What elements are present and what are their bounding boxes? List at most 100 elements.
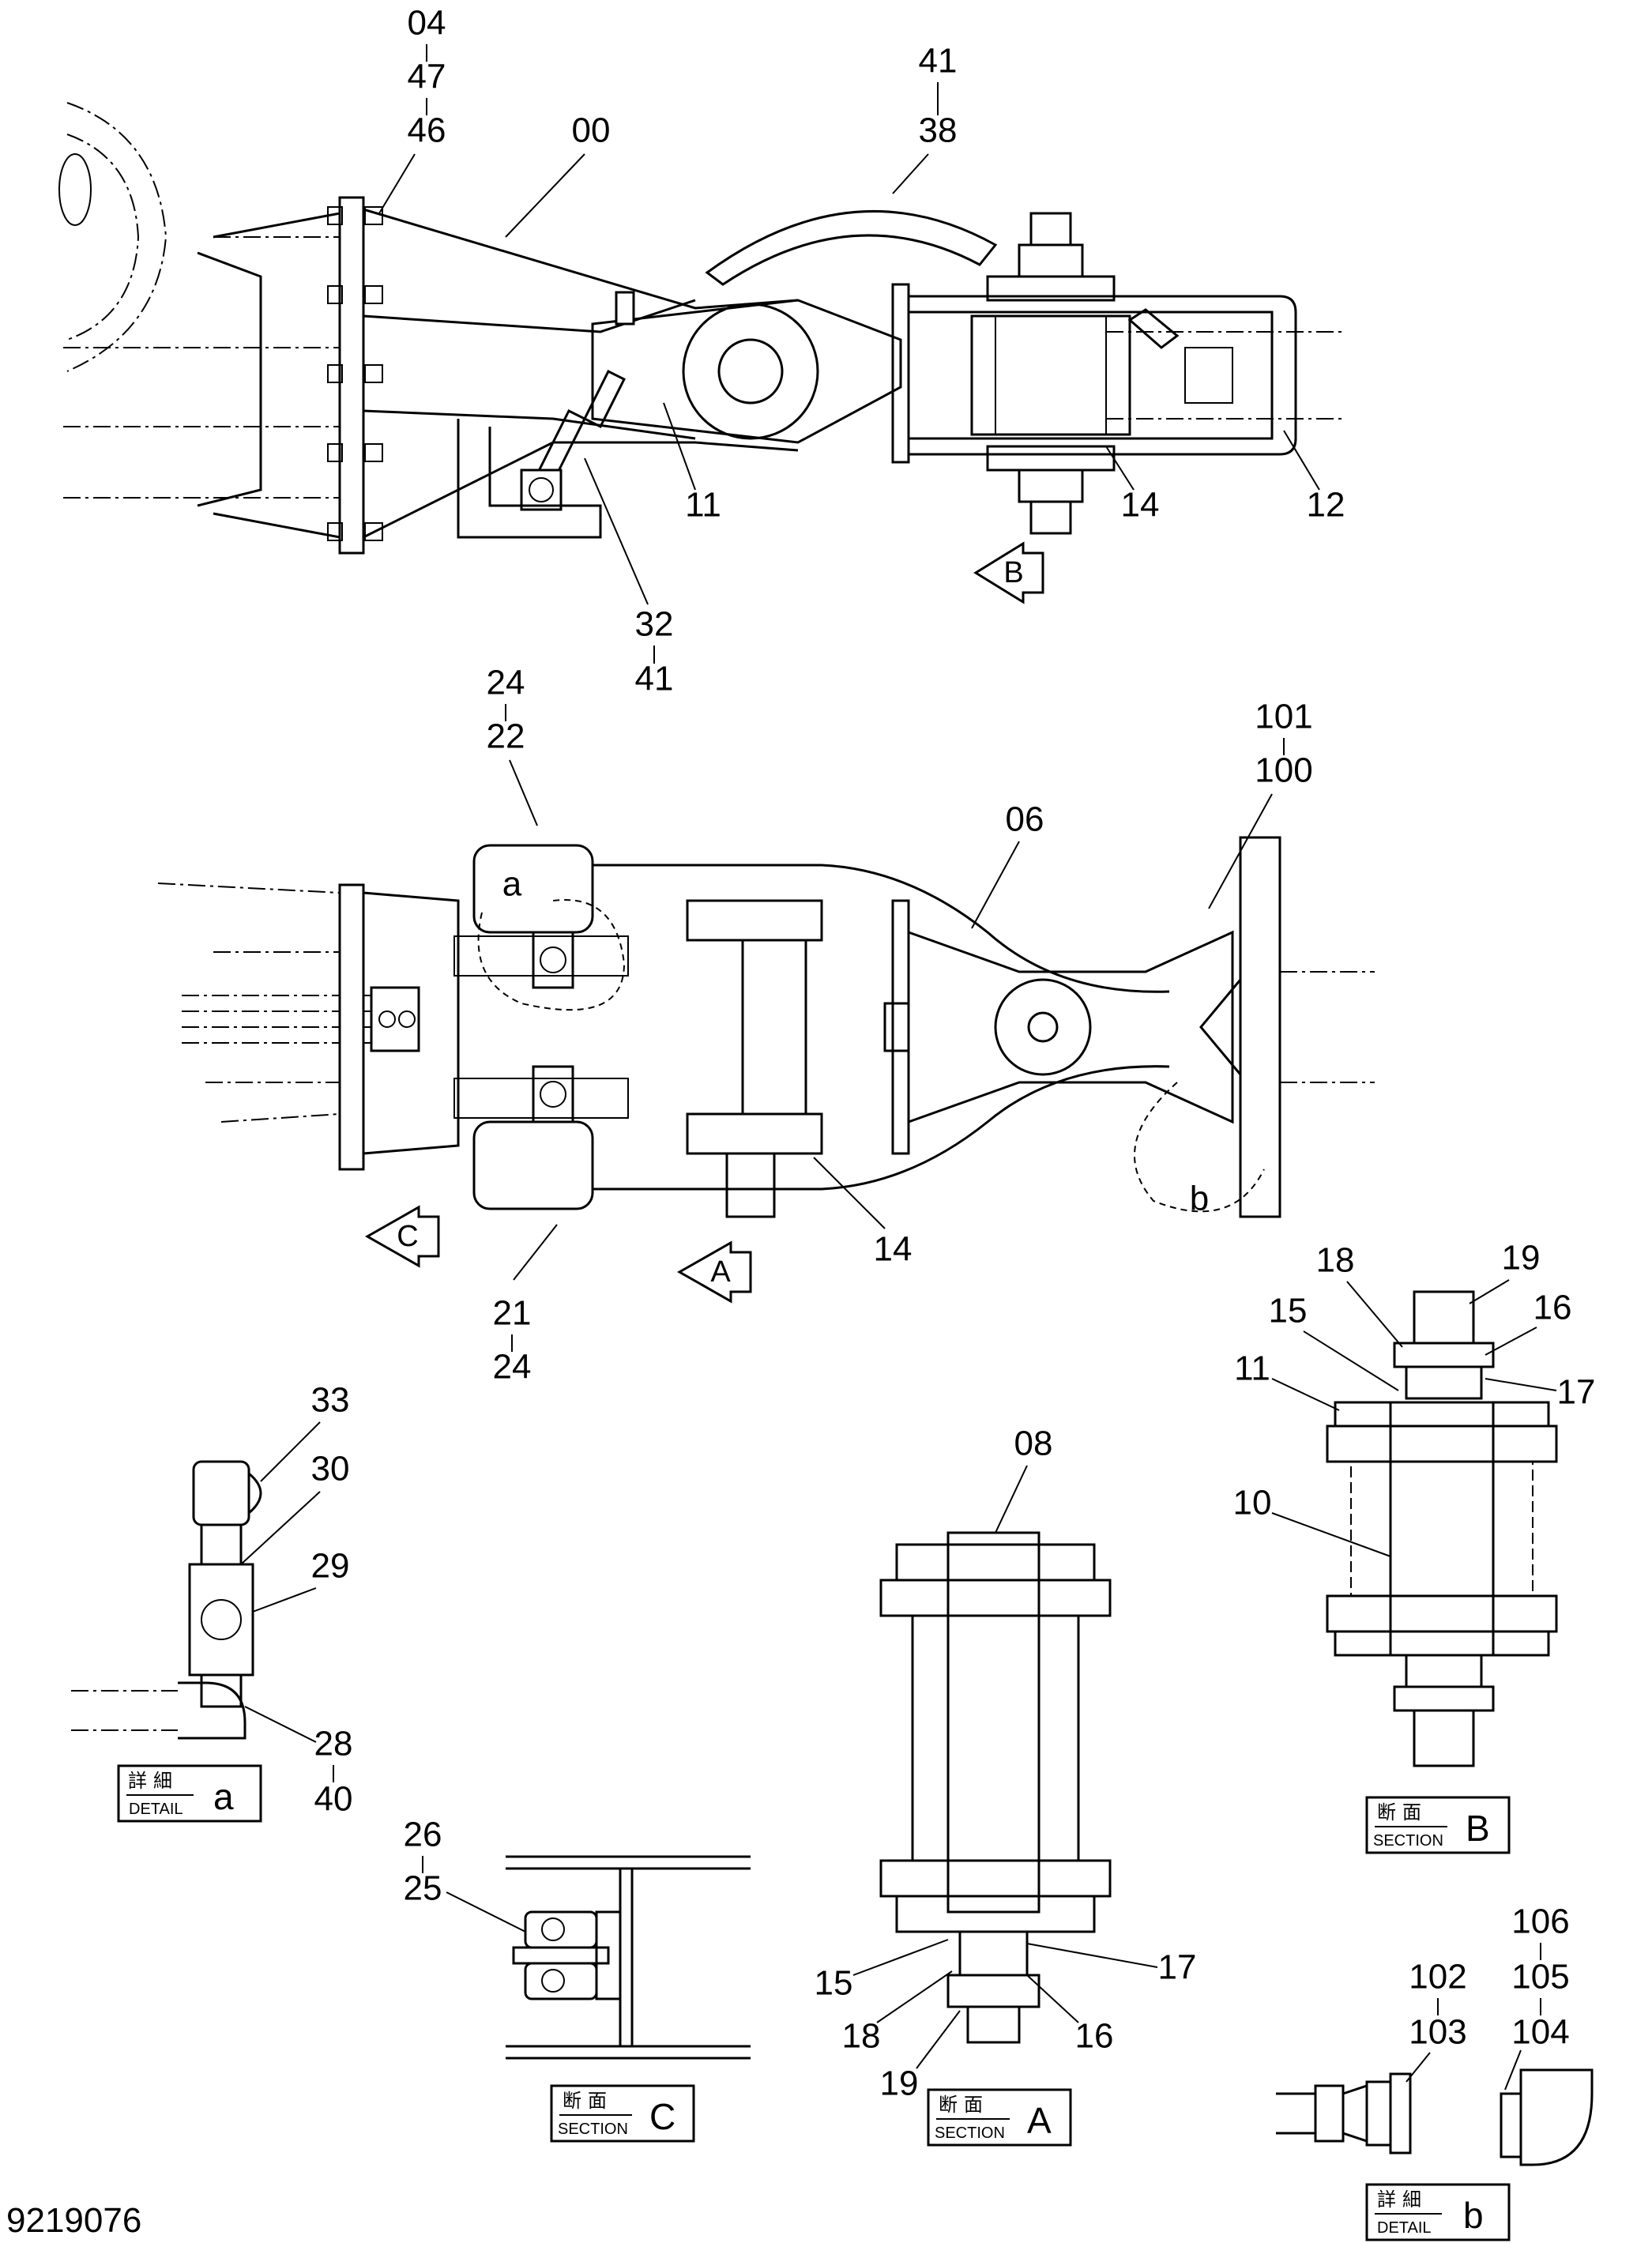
callout-41-top: 41 xyxy=(919,42,958,81)
callout-19-b: 19 xyxy=(1502,1239,1541,1278)
callout-21: 21 xyxy=(493,1294,532,1333)
section-b-label-jp: 断面 xyxy=(1377,1802,1428,1823)
callout-10: 10 xyxy=(1233,1484,1272,1522)
section-b-label-en: SECTION xyxy=(1373,1832,1443,1850)
callout-15-b: 15 xyxy=(1269,1292,1308,1330)
callout-16-a: 16 xyxy=(1075,2017,1114,2056)
callout-29: 29 xyxy=(311,1547,350,1586)
callout-24-bottom: 24 xyxy=(493,1348,532,1387)
middle-view xyxy=(157,836,1375,1218)
callout-32: 32 xyxy=(635,605,674,644)
detail-a-label-jp: 詳細 xyxy=(128,1771,179,1792)
callout-17-a: 17 xyxy=(1158,1948,1197,1987)
middle-view-callouts: 24 22 101 100 06 a b 14 21 24 xyxy=(487,664,1313,1387)
callout-104: 104 xyxy=(1511,2013,1569,2052)
section-arrow-a-label: A xyxy=(710,1255,731,1289)
callout-12: 12 xyxy=(1307,486,1345,525)
drawing-number: 9219076 xyxy=(6,2201,141,2240)
hub-outline xyxy=(58,102,340,499)
callout-25: 25 xyxy=(404,1869,442,1908)
callout-04: 04 xyxy=(408,4,446,43)
callout-08: 08 xyxy=(1014,1424,1053,1463)
detail-b-label-en: DETAIL xyxy=(1377,2219,1432,2237)
detail-b-label-jp: 詳細 xyxy=(1377,2189,1428,2211)
top-view-callouts: 04 47 46 00 41 38 11 14 12 32 41 xyxy=(378,4,1345,698)
section-b-callouts: 18 19 15 16 11 17 10 xyxy=(1233,1239,1596,1557)
detail-a xyxy=(71,1460,262,1740)
section-a-label-id: A xyxy=(1027,2100,1052,2141)
callout-102: 102 xyxy=(1409,1958,1466,1996)
callout-46: 46 xyxy=(408,111,446,150)
detail-a-label-box: 詳細 DETAIL a xyxy=(117,1764,262,1823)
section-a-label-en: SECTION xyxy=(935,2124,1005,2142)
callout-16-b: 16 xyxy=(1533,1289,1572,1327)
section-c-label-jp: 断面 xyxy=(563,2091,613,2112)
section-arrow-c: C xyxy=(364,1205,440,1268)
callout-28: 28 xyxy=(314,1725,353,1763)
pin-bolt xyxy=(986,212,1116,535)
section-c-callouts: 26 25 xyxy=(404,1816,526,1933)
callout-14-middle: 14 xyxy=(874,1230,913,1269)
section-a-callouts: 08 15 17 18 16 19 xyxy=(815,1424,1197,2103)
callout-33: 33 xyxy=(311,1381,350,1420)
callout-00: 00 xyxy=(572,111,611,150)
callout-06: 06 xyxy=(1006,800,1044,839)
callout-40: 40 xyxy=(314,1780,353,1819)
callout-15-a: 15 xyxy=(815,1964,853,2003)
callout-38: 38 xyxy=(919,111,958,150)
callout-19-a: 19 xyxy=(880,2064,919,2103)
section-a-label-box: 断面 SECTION A xyxy=(927,2088,1072,2147)
callout-11-b: 11 xyxy=(1234,1349,1270,1388)
callout-30: 30 xyxy=(311,1450,350,1488)
detail-a-label-id: a xyxy=(213,1776,234,1817)
callout-14-top: 14 xyxy=(1121,486,1160,525)
hose-lower xyxy=(593,1065,1170,1191)
detail-b-label-id: b xyxy=(1463,2195,1484,2236)
section-arrow-b: B xyxy=(973,541,1044,604)
grease-fitting xyxy=(520,308,1180,511)
detail-a-label-en: DETAIL xyxy=(129,1801,183,1818)
detail-b xyxy=(1276,2068,1594,2166)
section-arrow-a: A xyxy=(676,1240,752,1304)
section-a-label-jp: 断面 xyxy=(939,2094,989,2116)
callout-47: 47 xyxy=(408,58,446,96)
callout-106: 106 xyxy=(1511,1902,1569,1941)
callout-11: 11 xyxy=(685,486,721,525)
section-c-label-id: C xyxy=(649,2096,675,2137)
callout-17-b: 17 xyxy=(1557,1373,1596,1412)
lower-bracket xyxy=(457,419,602,539)
detail-b-label-box: 詳細 DETAIL b xyxy=(1365,2183,1511,2241)
callout-41-bottom: 41 xyxy=(635,660,674,698)
callout-103: 103 xyxy=(1409,2013,1466,2052)
section-a xyxy=(879,1531,1112,2044)
mounting-plate xyxy=(197,196,383,555)
callout-a: a xyxy=(502,865,522,904)
callout-18-a: 18 xyxy=(842,2017,881,2056)
middle-frame xyxy=(686,836,1375,1218)
callout-22: 22 xyxy=(487,717,525,756)
callout-24-top: 24 xyxy=(487,664,525,702)
detail-a-callouts: 33 30 29 28 40 xyxy=(240,1381,353,1819)
callout-100: 100 xyxy=(1255,751,1312,790)
callout-105: 105 xyxy=(1511,1958,1569,1996)
section-b-label-box: 断面 SECTION B xyxy=(1365,1796,1511,1854)
section-arrow-b-label: B xyxy=(1003,556,1023,589)
section-b xyxy=(1326,1290,1558,1767)
top-view xyxy=(58,102,1343,555)
callout-18-b: 18 xyxy=(1316,1241,1355,1280)
section-arrow-c-label: C xyxy=(397,1220,418,1253)
curved-hose xyxy=(705,209,998,286)
section-b-label-id: B xyxy=(1466,1808,1490,1849)
callout-b: b xyxy=(1190,1180,1209,1218)
callout-26: 26 xyxy=(404,1816,442,1854)
detail-b-callouts: 106 105 104 102 103 xyxy=(1406,1902,1570,2091)
section-c-label-box: 断面 SECTION C xyxy=(550,2084,695,2143)
arm xyxy=(363,208,902,539)
hose-upper xyxy=(593,864,1170,993)
section-c-label-en: SECTION xyxy=(558,2121,628,2138)
valve-assembly xyxy=(453,844,629,1210)
callout-101: 101 xyxy=(1255,698,1312,736)
frame xyxy=(891,283,1343,464)
section-c xyxy=(506,1855,751,2060)
